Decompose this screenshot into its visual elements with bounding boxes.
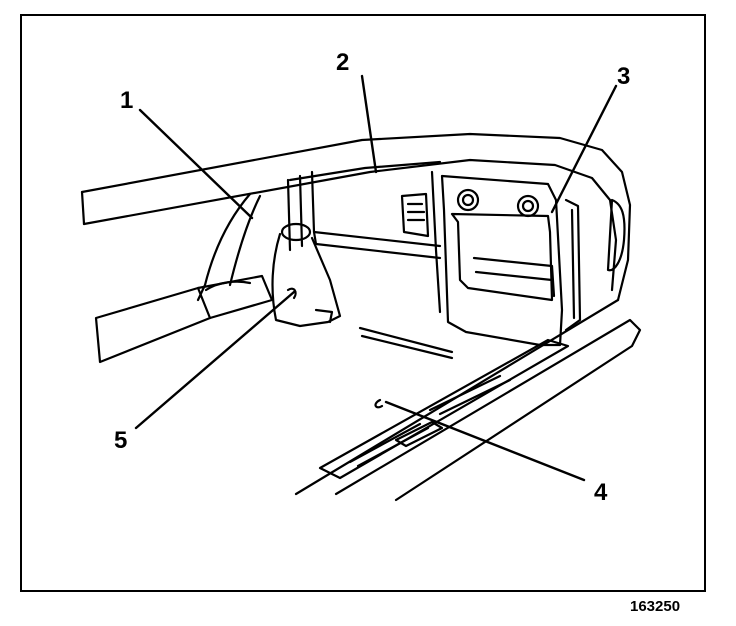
right-side-panel — [440, 174, 626, 347]
callout-5: 5 — [114, 427, 127, 454]
leader-3 — [550, 84, 618, 214]
leader-lines — [134, 74, 618, 482]
figure-id: 163250 — [630, 598, 681, 615]
leader-5 — [134, 290, 296, 430]
rear-sill-plate — [318, 338, 570, 480]
callout-3: 3 — [617, 63, 630, 90]
leader-2 — [360, 74, 378, 174]
leader-4 — [384, 400, 586, 482]
left-trunk-trim — [94, 192, 274, 364]
callout-2: 2 — [336, 49, 349, 76]
callout-1: 1 — [120, 87, 133, 114]
jack-cover — [271, 222, 342, 328]
leader-1 — [138, 108, 254, 220]
diagram-frame — [20, 14, 706, 592]
callout-4: 4 — [594, 479, 608, 506]
trunk-rear-wall — [286, 170, 442, 314]
